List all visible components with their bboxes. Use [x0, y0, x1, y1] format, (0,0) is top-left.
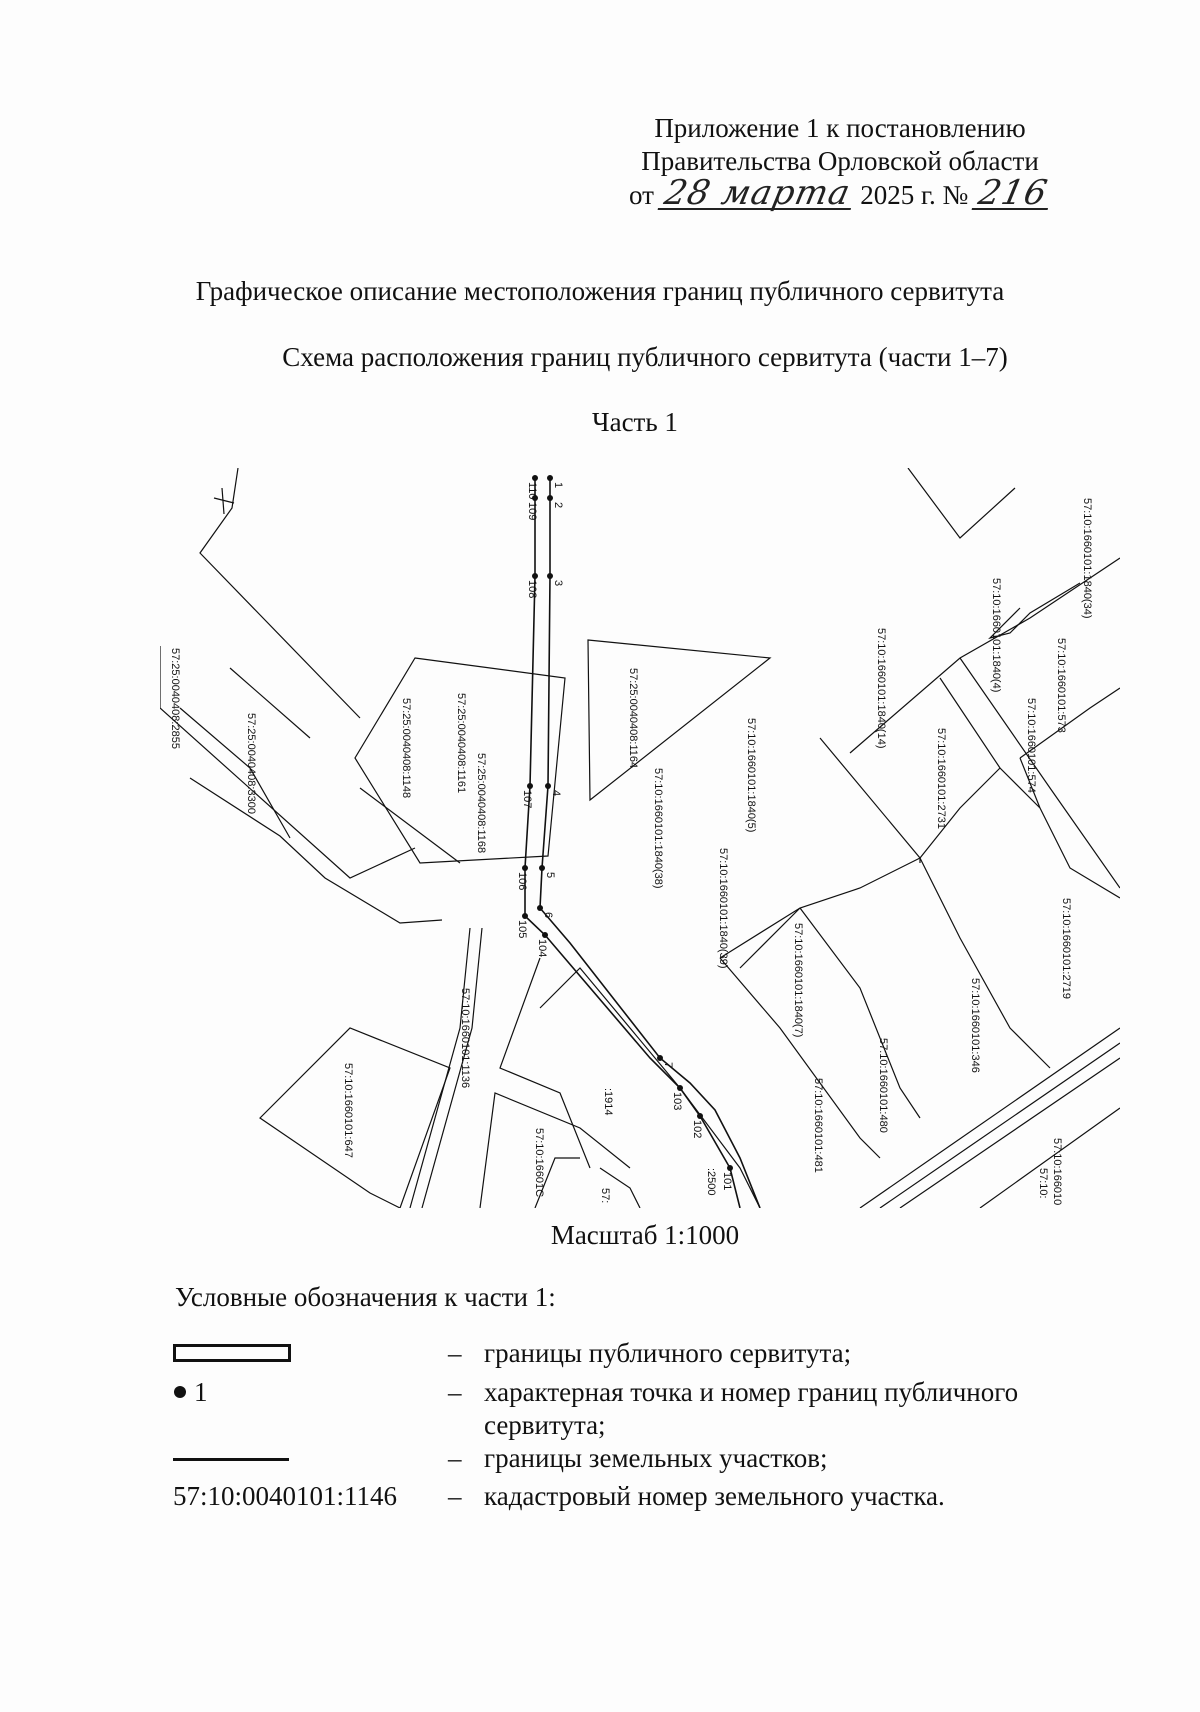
parcel-label: 57:10:1660101:1840(39)	[717, 848, 729, 969]
vertex-dot	[537, 905, 543, 911]
parcel-labels: 57:25:0040408:1148 57:25:0040408:1161 57…	[169, 498, 1093, 1205]
vertex-dot	[532, 573, 538, 579]
legend-desc-1: границы публичного сервитута;	[484, 1338, 852, 1368]
parcel-boundary-symbol	[173, 1458, 289, 1461]
legend-desc-3: границы земельных участков;	[484, 1443, 828, 1473]
vertex-label: 4	[550, 790, 562, 796]
main-title: Графическое описание местоположения гран…	[195, 276, 1005, 306]
vertex-dot	[532, 495, 538, 501]
vertex-dot	[545, 783, 551, 789]
vertex-dot	[547, 475, 553, 481]
parcel-label: 57:10:1660101:2731	[935, 728, 947, 829]
vertex-dot	[727, 1165, 733, 1171]
map-scale: Масштаб 1:1000	[550, 1220, 740, 1250]
vertex-point-symbol	[174, 1386, 186, 1398]
parcel-label: 57:10:1660101:1136	[459, 988, 471, 1088]
servitude-boundary-edge	[539, 478, 761, 1208]
parcel-label: 57:25:0040408:3300	[245, 713, 257, 814]
handwritten-number: 216	[971, 173, 1055, 213]
vertex-label: 102	[691, 1120, 703, 1138]
legend-dash: –	[448, 1338, 462, 1368]
header-line-2: Правительства Орловской области	[641, 146, 1039, 176]
vertex-label: 104	[536, 939, 548, 957]
vertex-label: 109	[526, 502, 538, 520]
vertex-dot	[657, 1055, 663, 1061]
vertex-label: 106	[516, 872, 528, 890]
parcel-label: 57:25:0040408:1164	[627, 668, 639, 768]
parcel-label: 57:10:1660101:1840(4)	[990, 578, 1002, 692]
vertex-dot	[547, 573, 553, 579]
vertex-label: 103	[671, 1092, 683, 1110]
vertex-dot	[547, 495, 553, 501]
vertex-dot	[527, 783, 533, 789]
parcel-label: 57:25:0040408:1148	[400, 698, 412, 798]
legend-title: Условные обозначения к части 1:	[175, 1282, 556, 1312]
vertex-label: 5	[544, 872, 556, 878]
vertex-label: 101	[721, 1172, 733, 1190]
parcel-label: 57:10:1660101:1840(38)	[652, 768, 664, 889]
parcel-label: 57:10:1660101:480	[877, 1038, 889, 1133]
vertex-label: 108	[526, 580, 538, 598]
parcel-label: 57:10:1660101:1840(14)	[875, 628, 887, 749]
parcel-label: :1914	[602, 1088, 614, 1116]
part-title: Часть 1	[592, 407, 678, 437]
parcel-label: 57:10:1660101:2719	[1060, 898, 1072, 999]
parcel-label: 57:10:	[1037, 1168, 1049, 1199]
legend-dash: –	[448, 1443, 462, 1473]
vertex-dot	[697, 1113, 703, 1119]
vertex-label: 1	[552, 482, 564, 488]
vertex-dot	[522, 913, 528, 919]
handwritten-date: 28 марта	[657, 173, 857, 213]
legend-symbol-text: 1	[194, 1377, 208, 1407]
date-prefix: от	[629, 180, 654, 210]
vertex-dot	[542, 932, 548, 938]
servitude-boundary-symbol	[173, 1344, 291, 1362]
scheme-title: Схема расположения границ публичного сер…	[282, 342, 1008, 372]
parcel-label: 57:10:1660101:481	[812, 1078, 824, 1173]
parcel-label: 57:25:0040408:2855	[169, 648, 181, 749]
header-line-1: Приложение 1 к постановлению	[654, 113, 1026, 143]
vertex-dot	[677, 1085, 683, 1091]
parcel-boundaries	[160, 468, 1120, 1208]
vertex-dot	[539, 865, 545, 871]
parcel-label: 57:10:1660101:1840(34)	[1081, 498, 1093, 619]
parcel-label: 57:10:1660101:1840(5)	[745, 718, 757, 832]
vertex-dot	[532, 475, 538, 481]
vertex-label: 105	[516, 920, 528, 938]
parcel-label: 57:10:1660101:574	[1025, 698, 1037, 793]
parcel-label: :2500	[705, 1168, 717, 1196]
vertex-label: 3	[552, 580, 564, 586]
vertex-label: 2	[552, 502, 564, 508]
servitude-boundary	[524, 478, 741, 1208]
parcel-label: 57:25:0040408:1161	[455, 693, 467, 793]
parcel-label: 57:	[599, 1188, 611, 1203]
legend-desc-4: кадастровый номер земельного участка.	[484, 1481, 945, 1511]
parcel-label: 57:10:16601C	[533, 1128, 545, 1197]
parcel-label: 57:10:166010	[1051, 1138, 1063, 1205]
header-date-line: от 28 марта 2025 г. № 216	[600, 173, 1080, 213]
parcel-label: 57:10:1660101:1840(7)	[792, 923, 804, 1037]
legend-dash: –	[448, 1377, 462, 1407]
vertex-label: 107	[521, 790, 533, 808]
legend-dash: –	[448, 1481, 462, 1511]
date-year: 2025 г. №	[860, 180, 969, 210]
legend-cadastral-example: 57:10:0040101:1146	[173, 1481, 398, 1511]
legend-desc-2: характерная точка и номер границ публичн…	[484, 1377, 1019, 1440]
vertex-label: 7	[662, 1062, 674, 1068]
parcel-label: 57:10:1660101:346	[969, 978, 981, 1073]
parcel-label: 57:10:1660101:573	[1055, 638, 1067, 733]
vertex-label: 6	[542, 912, 554, 918]
approval-header: Приложение 1 к постановлению Правительст…	[600, 112, 1080, 213]
parcel-label: 57:10:1660101:647	[342, 1063, 354, 1158]
parcel-label: 57:25:0040408:1168	[475, 753, 487, 853]
vertex-dot	[522, 865, 528, 871]
